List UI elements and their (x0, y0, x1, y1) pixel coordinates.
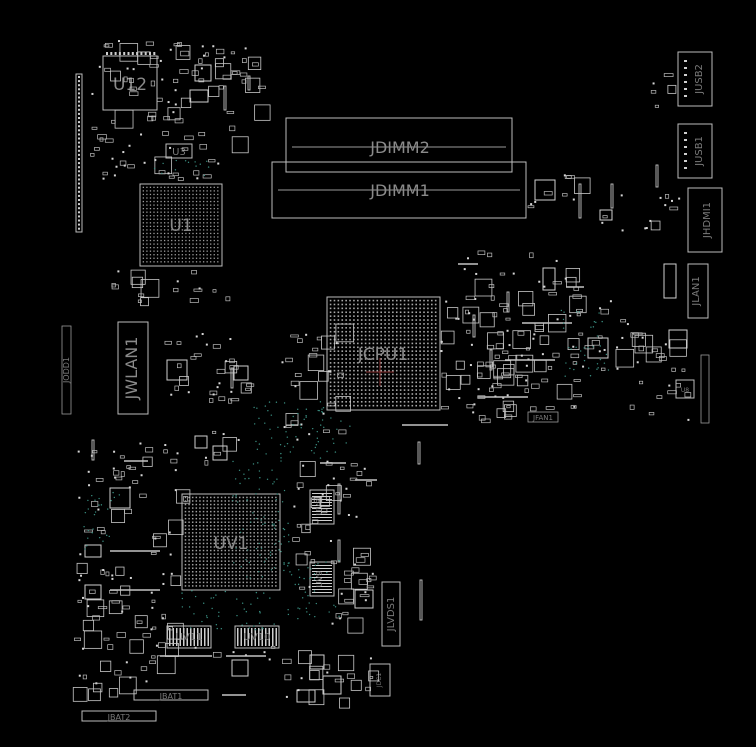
jfan1-connector: JFAN1 (527, 411, 559, 423)
jlan1-connector: JLAN1 (687, 263, 709, 319)
jusb1-connector: JUSB1 (677, 123, 713, 179)
uv11-chip: UV11 (166, 625, 212, 649)
jfan1-label: JFAN1 (532, 414, 553, 422)
jhdmi1-label: JHDMI1 (702, 202, 713, 239)
right-edge-connector (700, 354, 710, 424)
jdc1-connector: JDC1 (369, 663, 391, 697)
uv10-label: UV10 (244, 632, 271, 643)
jbat2-connector: JBAT2 (81, 710, 157, 722)
jodd1-label: JODD1 (62, 357, 71, 384)
jbat1-label: JBAT1 (159, 692, 183, 701)
uv8-label: UV8 (315, 499, 324, 515)
jdimm1-label: JDIMM1 (369, 181, 430, 200)
jlvds1-label: JLVDS1 (386, 597, 397, 633)
u8-chip: U8 (675, 379, 695, 399)
u3-label: U3 (172, 147, 186, 158)
u3-chip: U3 (165, 143, 193, 159)
jwlan1-connector: JWLAN1 (117, 321, 149, 415)
jdc1-label: JDC1 (376, 673, 383, 689)
jdimm2-label: JDIMM2 (369, 138, 430, 157)
u8-label: U8 (681, 387, 689, 394)
jusb2-connector: JUSB2 (677, 51, 713, 107)
u1-bga-chip: U1 (139, 183, 223, 267)
jusb1-label: JUSB1 (694, 136, 705, 167)
uv9-chip: UV9 (309, 561, 335, 597)
u1-label: U1 (169, 216, 192, 236)
jlvds1-connector: JLVDS1 (381, 581, 401, 647)
small-components (72, 40, 692, 709)
jcpu1-socket: JCPU1 (326, 296, 441, 411)
u12-label: U12 (113, 75, 147, 95)
left-edge-connector (75, 73, 83, 233)
jwlan1-label: JWLAN1 (122, 337, 141, 401)
uv11-label: UV11 (176, 632, 203, 643)
jcpu1-label: JCPU1 (357, 345, 408, 365)
jdimm1-slot: JDIMM1 (271, 161, 527, 219)
jusb2-label: JUSB2 (694, 64, 705, 95)
uv1-label: UV1 (214, 534, 249, 554)
jdimm2-slot: JDIMM2 (285, 117, 513, 173)
jbat1-connector: JBAT1 (133, 689, 209, 701)
jlan1-label: JLAN1 (691, 276, 702, 306)
uv1-bga-chip: UV1 (181, 493, 281, 591)
via-field (83, 159, 610, 631)
uv10-chip: UV10 (234, 625, 280, 649)
jbat2-label: JBAT2 (107, 713, 131, 722)
uv9-label: UV9 (315, 571, 324, 587)
jodd1-connector: JODD1 (61, 325, 72, 415)
jhdmi1-connector: JHDMI1 (687, 187, 723, 253)
